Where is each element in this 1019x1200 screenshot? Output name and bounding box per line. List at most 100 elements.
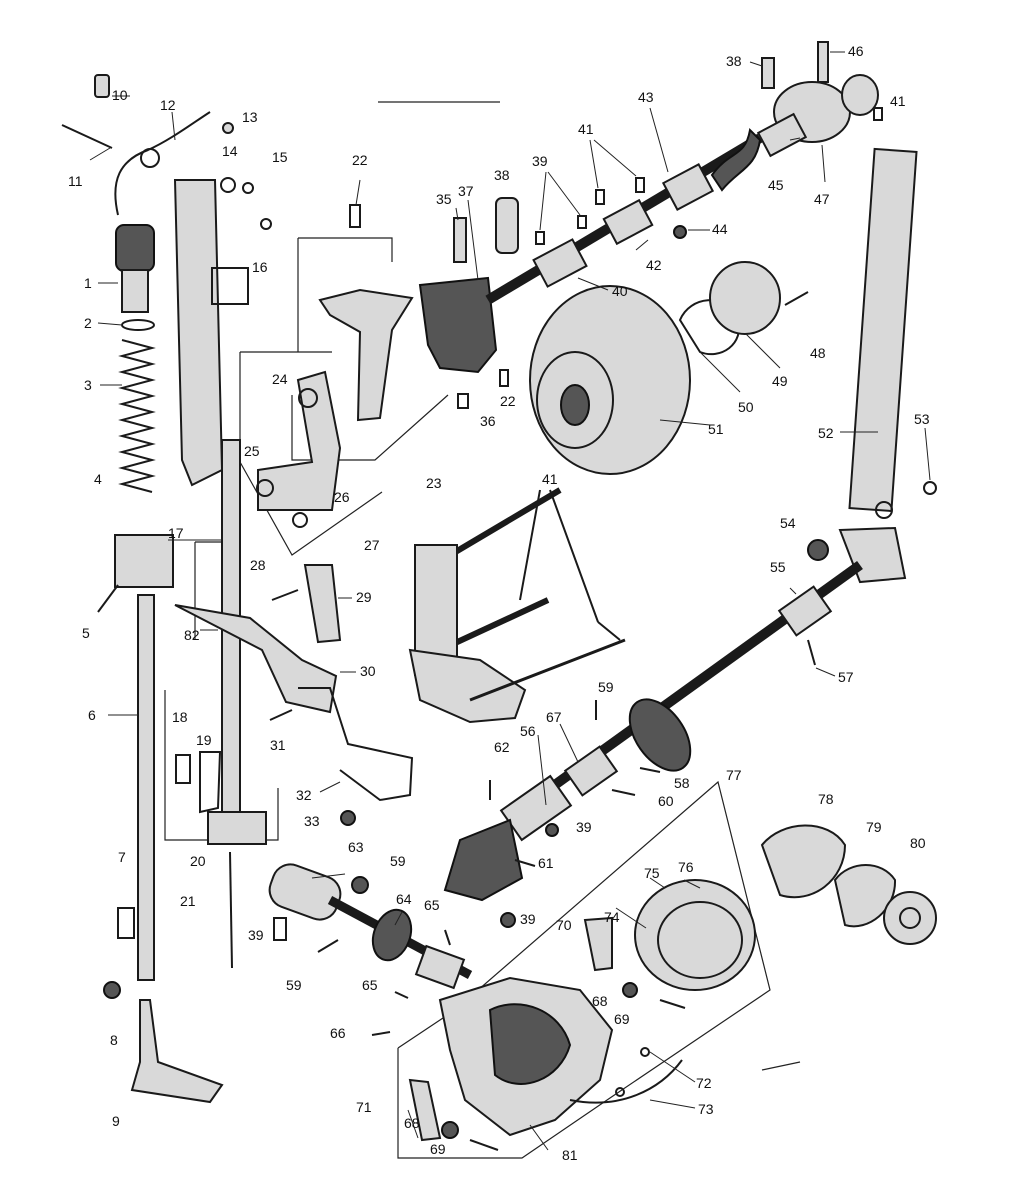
part-16-block [211, 267, 249, 305]
label-12: 12 [160, 97, 176, 113]
part-41-screw-c [873, 107, 883, 121]
part-52-eye [875, 501, 893, 519]
label-82: 82 [184, 627, 200, 643]
part-53-screw [923, 481, 937, 495]
label-39a: 39 [532, 153, 548, 169]
part-80-hub [899, 907, 921, 929]
leader-22a [355, 179, 361, 206]
frame-23-top [298, 237, 393, 262]
part-21-needle [229, 851, 233, 969]
part-48-screw [784, 291, 809, 306]
part-64-gear [371, 908, 413, 962]
part-65-screw-b [394, 991, 409, 999]
label-61: 61 [538, 855, 554, 871]
label-44: 44 [712, 221, 728, 237]
leader-63 [311, 873, 346, 879]
part-67-bushing [563, 745, 619, 797]
label-3: 3 [84, 377, 92, 393]
part-15b [260, 218, 272, 230]
label-22a: 22 [352, 152, 368, 168]
part-30-82-lever [174, 604, 338, 714]
label-19: 19 [196, 732, 212, 748]
part-43-bushing [661, 163, 715, 211]
part-26 [292, 512, 308, 528]
leader-47 [821, 144, 826, 183]
part-37-crank-body [418, 276, 498, 374]
part-36 [457, 393, 469, 409]
label-81: 81 [562, 1147, 578, 1163]
part-71 [408, 1078, 442, 1142]
leader-55 [789, 587, 797, 595]
label-73: 73 [698, 1101, 714, 1117]
label-65a: 65 [424, 897, 440, 913]
part-63-bushing [268, 863, 342, 921]
label-39d: 39 [520, 911, 536, 927]
part-31-screw [269, 709, 293, 721]
part-52-rod [848, 147, 918, 513]
part-24-lever [257, 370, 342, 511]
label-32: 32 [296, 787, 312, 803]
label-76: 76 [678, 859, 694, 875]
label-69a: 69 [614, 1011, 630, 1027]
leader-51 [659, 419, 711, 426]
label-47: 47 [814, 191, 830, 207]
part-64-bushing [414, 944, 466, 990]
frame-77-81 [397, 780, 771, 1159]
part-number-labels: 10 11 12 13 14 15 16 1 2 3 4 5 6 7 8 9 1… [68, 43, 930, 1163]
leader-37 [467, 199, 479, 281]
leader-67 [559, 723, 579, 763]
label-48: 48 [810, 345, 826, 361]
upper-shaft-assembly [418, 41, 883, 409]
part-51-rim [536, 351, 614, 449]
part-8-screw [103, 981, 121, 999]
label-9: 9 [112, 1113, 120, 1129]
label-50: 50 [738, 399, 754, 415]
leader-34 [615, 907, 647, 929]
part-69-b [469, 1139, 499, 1151]
leader-32 [319, 781, 341, 793]
label-5: 5 [82, 625, 90, 641]
part-14 [220, 177, 236, 193]
part-44-screw [673, 225, 687, 239]
label-60: 60 [658, 793, 674, 809]
label-16: 16 [252, 259, 268, 275]
part-75-76-ring [634, 879, 756, 991]
leader-64 [394, 911, 403, 926]
part-32-link [298, 687, 414, 802]
label-35: 35 [436, 191, 452, 207]
part-7 [117, 907, 135, 939]
label-29: 29 [356, 589, 372, 605]
leader-35 [455, 207, 459, 221]
label-26: 26 [334, 489, 350, 505]
label-37: 37 [458, 183, 474, 199]
take-up-assembly [174, 204, 414, 826]
part-59-screw-c [317, 939, 339, 953]
label-66: 66 [330, 1025, 346, 1041]
label-59a: 59 [598, 679, 614, 695]
label-7: 7 [118, 849, 126, 865]
leader-38b [749, 61, 763, 67]
label-21: 21 [180, 893, 196, 909]
part-24-eye [298, 388, 318, 408]
part-11 [61, 124, 113, 149]
label-68b: 68 [404, 1115, 420, 1131]
label-71: 71 [356, 1099, 372, 1115]
label-56: 56 [520, 723, 536, 739]
leader-2 [97, 322, 123, 326]
part-65-screw-a [444, 929, 451, 946]
part-39-screw-c [545, 823, 559, 837]
label-1: 1 [84, 275, 92, 291]
leader-11 [89, 147, 111, 161]
label-6: 6 [88, 707, 96, 723]
presser-bar-assembly [61, 74, 272, 1104]
label-17: 17 [168, 525, 184, 541]
label-80: 80 [910, 835, 926, 851]
part-73-plate [569, 1059, 683, 1104]
part-16-link [173, 179, 224, 487]
label-49: 49 [772, 373, 788, 389]
part-9-presser-foot [130, 999, 224, 1104]
part-80-bobbin [883, 891, 937, 945]
feed-mechanism [408, 487, 626, 724]
part-54-nut [807, 539, 829, 561]
label-28: 28 [250, 557, 266, 573]
